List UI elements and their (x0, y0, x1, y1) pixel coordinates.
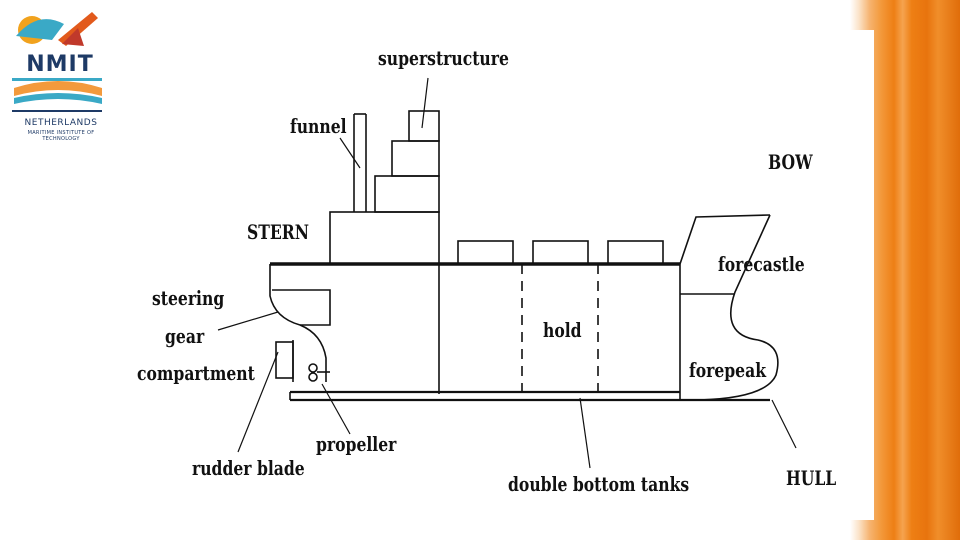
logo-line (12, 78, 102, 81)
logo-wave-icon (16, 19, 64, 40)
label-double-bottom-tanks: double bottom tanks (508, 472, 690, 496)
hatch-cover-3 (607, 240, 664, 265)
bow-upper-profile (679, 214, 771, 265)
bow-stem-profile (699, 214, 779, 401)
label-steering-line1: steering (152, 286, 225, 310)
superstructure-block-3 (374, 175, 440, 213)
label-funnel: funnel (290, 114, 347, 138)
slide-canvas (110, 30, 874, 520)
label-forecastle: forecastle (718, 252, 805, 276)
hatch-cover-2 (532, 240, 589, 265)
pointer-superstructure (421, 77, 429, 129)
logo-graphic (12, 12, 102, 112)
label-steering-line2: gear (165, 324, 205, 348)
label-hull: HULL (786, 466, 837, 490)
logo-name: NMIT (26, 52, 94, 77)
label-steering-line3: compartment (137, 361, 255, 385)
logo-underline (12, 110, 102, 112)
nmit-logo: NMIT NETHERLANDS MARITIME INSTITUTE OF T… (8, 6, 104, 146)
label-propeller: propeller (316, 432, 397, 456)
pointer-hull (771, 399, 797, 449)
logo-blade-icon-2 (62, 28, 84, 46)
hatch-cover-1 (457, 240, 514, 265)
superstructure-base (329, 211, 440, 265)
propeller-icon (308, 363, 318, 373)
label-bow: BOW (768, 150, 813, 174)
pointer-double-bottom (579, 397, 591, 469)
label-hold: hold (543, 318, 582, 342)
steering-gear-compartment (272, 289, 331, 326)
label-rudder-blade: rudder blade (192, 456, 305, 480)
pointer-steering-gear (217, 311, 279, 331)
stern-profile (269, 264, 327, 382)
label-stern: STERN (247, 220, 309, 244)
logo-book-icon (14, 81, 102, 96)
pointer-rudder-blade (237, 351, 279, 453)
pointer-funnel (339, 137, 361, 169)
label-forepeak: forepeak (689, 358, 767, 382)
propeller-icon-lower (308, 372, 318, 382)
logo-subtitle-small: MARITIME INSTITUTE OF TECHNOLOGY (27, 130, 95, 142)
logo-subtitle: NETHERLANDS (24, 118, 98, 128)
superstructure-block-2 (391, 140, 440, 177)
logo-water-icon (14, 93, 102, 104)
rudder (275, 341, 294, 379)
pointer-propeller (321, 383, 351, 435)
label-superstructure: superstructure (378, 46, 509, 70)
